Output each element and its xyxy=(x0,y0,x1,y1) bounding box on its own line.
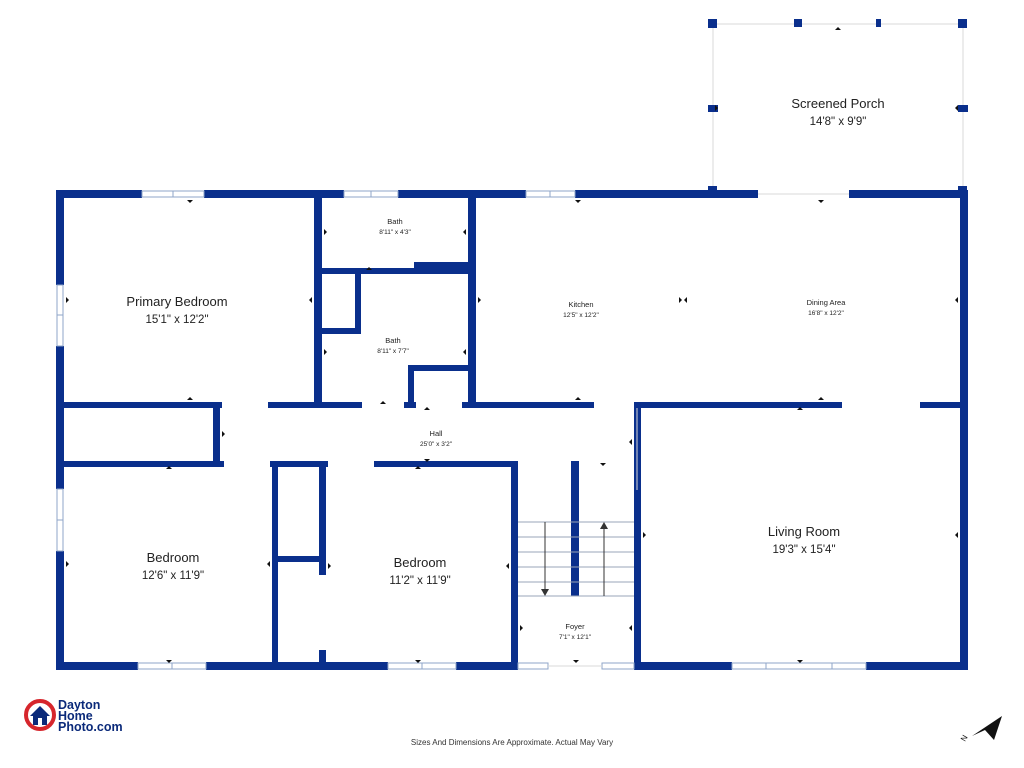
room-size-kitchen: 12'5" x 12'2" xyxy=(563,312,599,319)
logo-text-line2: Home xyxy=(58,709,93,723)
room-size-primary-bedroom: 15'1" x 12'2" xyxy=(145,314,208,326)
dimension-markers xyxy=(66,27,958,663)
room-size-bedroom-mid: 11'2" x 11'9" xyxy=(389,575,450,587)
room-name-kitchen: Kitchen xyxy=(568,300,593,309)
room-size-living-room: 19'3" x 15'4" xyxy=(772,544,835,556)
logo-text-line1: Dayton xyxy=(58,698,100,712)
room-size-bath-mid: 8'11" x 7'7" xyxy=(377,348,409,355)
house-logo-icon xyxy=(24,699,56,731)
room-name-foyer: Foyer xyxy=(565,622,585,631)
room-size-bedroom-left: 12'6" x 11'9" xyxy=(142,570,204,582)
room-name-bedroom-mid: Bedroom xyxy=(394,555,447,570)
stairs xyxy=(518,521,634,597)
room-name-dining-area: Dining Area xyxy=(807,298,847,307)
room-name-hall: Hall xyxy=(430,429,443,438)
room-size-foyer: 7'1" x 12'1" xyxy=(559,634,592,641)
room-size-screened-porch: 14'8" x 9'9" xyxy=(810,116,867,128)
stair-arrows xyxy=(541,522,608,596)
room-size-dining-area: 16'8" x 12'2" xyxy=(808,310,844,317)
room-name-bedroom-left: Bedroom xyxy=(147,550,200,565)
room-name-bath-mid: Bath xyxy=(385,336,400,345)
north-arrow-icon xyxy=(972,716,1002,740)
room-name-primary-bedroom: Primary Bedroom xyxy=(126,294,227,309)
room-size-bath-top: 8'11" x 4'3" xyxy=(379,229,411,236)
compass-letter: N xyxy=(959,733,970,743)
room-name-screened-porch: Screened Porch xyxy=(791,96,884,111)
window-mullions xyxy=(57,191,833,669)
footer-disclaimer: Sizes And Dimensions Are Approximate. Ac… xyxy=(411,738,613,747)
walls xyxy=(56,190,968,670)
room-name-living-room: Living Room xyxy=(768,524,840,539)
logo-text-line3: Photo.com xyxy=(58,720,123,734)
porch-posts xyxy=(708,19,968,192)
door-openings xyxy=(548,193,849,667)
room-size-hall: 25'0" x 3'2" xyxy=(420,441,453,448)
room-name-bath-top: Bath xyxy=(387,217,402,226)
